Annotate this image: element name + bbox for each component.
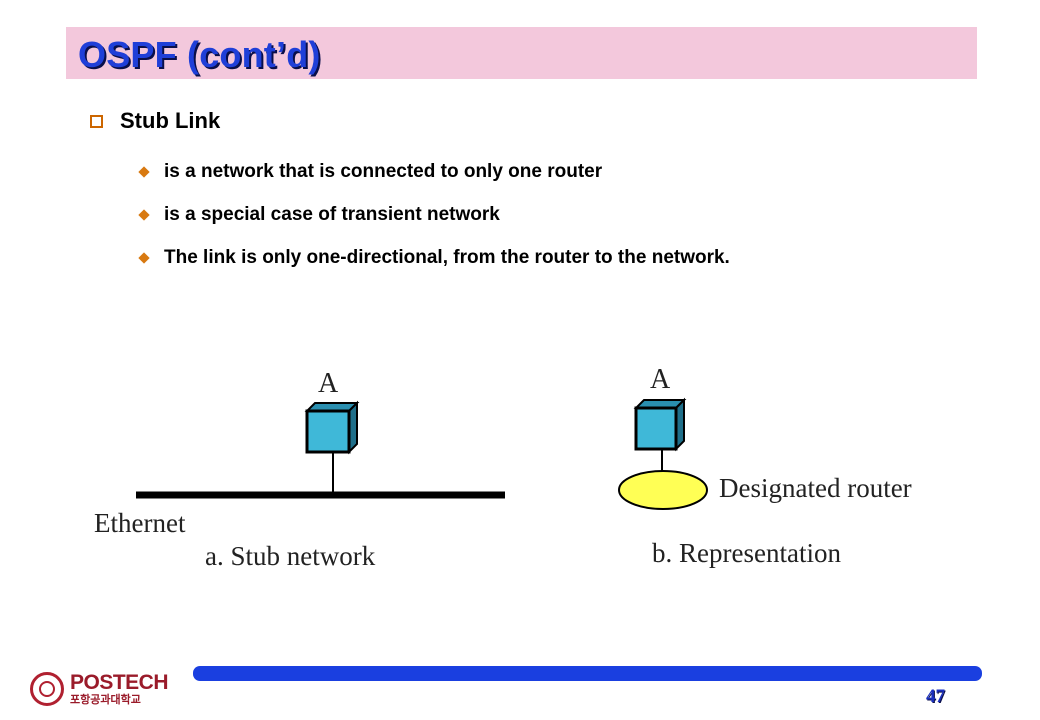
heading-text: Stub Link — [120, 108, 221, 133]
ethernet-label: Ethernet — [94, 508, 186, 538]
bullet-text: is a special case of transient network — [164, 204, 500, 225]
page-number: 47 — [926, 686, 945, 707]
right-caption: b. Representation — [652, 538, 841, 568]
bullet-item: is a special case of transient network — [138, 202, 500, 228]
right-router-icon — [633, 397, 687, 452]
section-heading: Stub Link — [90, 106, 220, 136]
left-router-label: A — [318, 368, 339, 399]
designated-router-label: Designated router — [719, 473, 912, 503]
bullet-text: The link is only one-directional, from t… — [164, 247, 730, 268]
bullet-text: is a network that is connected to only o… — [164, 161, 603, 182]
footer-bar — [193, 666, 982, 681]
square-bullet-icon — [90, 114, 103, 128]
logo-name: POSTECH — [70, 671, 169, 694]
postech-logo: POSTECH 포항공과대학교 — [30, 668, 175, 710]
designated-router-ellipse — [618, 470, 708, 510]
left-caption: a. Stub network — [205, 541, 376, 571]
left-router-icon — [304, 400, 360, 455]
postech-emblem-icon — [30, 672, 64, 706]
bullet-item: is a network that is connected to only o… — [138, 159, 602, 185]
bullet-item: The link is only one-directional, from t… — [138, 245, 730, 271]
title-bar: OSPF (cont’d) — [66, 27, 977, 79]
logo-subtitle: 포항공과대학교 — [70, 694, 141, 706]
right-router-label: A — [650, 364, 671, 395]
slide-title: OSPF (cont’d) — [78, 34, 321, 75]
